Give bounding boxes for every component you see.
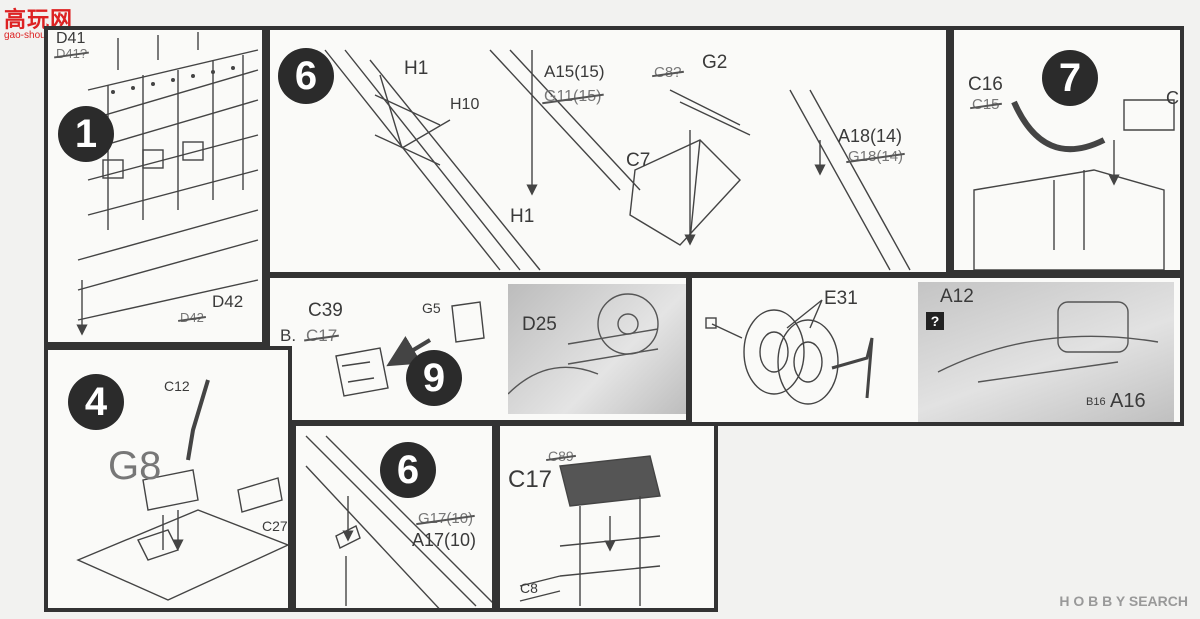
label-a15: A15(15) <box>544 62 605 81</box>
label-c8: C8 <box>520 580 538 596</box>
instruction-panel-wheels: E31 A12 ? B16 A16 <box>690 274 1184 426</box>
label-c39: C39 <box>308 300 343 321</box>
logo-subtext: gao-shou.com <box>4 30 68 41</box>
label-c89: C89 <box>548 448 574 464</box>
step-1-badge: 1 <box>58 106 114 162</box>
step-4-badge: 4 <box>68 374 124 430</box>
label-d25: D25 <box>522 314 557 335</box>
instruction-panel-6a: 6 H1 H10 H1 A15(15) G11(15) C8? G2 C7 A1… <box>266 26 950 276</box>
label-c12: C12 <box>164 378 190 394</box>
drawing-panel-6a <box>324 49 911 271</box>
instruction-panel-4: 4 C12 G8 C27 <box>44 346 292 612</box>
drawing-panel-6b <box>305 435 492 608</box>
label-b16: B16 <box>1086 396 1106 408</box>
label-g17: G17(10) <box>418 510 474 527</box>
drawing-wheels <box>705 299 874 405</box>
reference-photo-cockpit: A12 ? B16 A16 <box>918 282 1174 422</box>
drawing-panel-9 <box>335 301 485 397</box>
drawing-panel-4 <box>76 379 288 601</box>
photo-sketch-cockpit <box>937 301 1159 383</box>
step-7-badge: 7 <box>1042 50 1098 106</box>
photo-sketch <box>508 293 659 395</box>
label-g8: G8 <box>108 444 162 488</box>
drawing-panel-1 <box>76 32 259 336</box>
label-h10: H10 <box>450 96 480 113</box>
label-d42-strike: D42 <box>180 310 204 325</box>
label-c7: C7 <box>626 150 651 171</box>
instruction-panel-9: C39 B. C17 G5 9 D25 <box>266 274 690 424</box>
instruction-panel-c17: C89 C17 C8 <box>496 422 718 612</box>
reference-photo-d25: D25 <box>508 284 686 414</box>
label-d42: D42 <box>212 292 244 311</box>
step-6-badge: 6 <box>278 48 334 104</box>
label-c16: C16 <box>968 74 1003 95</box>
label-a12: A12 <box>940 286 974 307</box>
label-h1: H1 <box>404 58 429 79</box>
label-g18: G18(14) <box>848 148 904 165</box>
label-g11: G11(15) <box>544 88 602 105</box>
label-c17: C17 <box>508 466 553 493</box>
label-a16: A16 <box>1110 390 1146 412</box>
site-logo: 高玩网 gao-shou.com <box>4 2 73 41</box>
label-d41-strike: D41? <box>56 46 88 61</box>
label-g2-strike: C8? <box>654 64 682 81</box>
step-6b-badge: 6 <box>380 442 436 498</box>
watermark-text: H O B B Y SEARCH <box>1059 593 1188 609</box>
instruction-panel-1: D41 D41? 1 D42 D42 <box>44 26 266 346</box>
instruction-panel-6b: 6 G17(10) A17(10) <box>292 422 496 612</box>
label-c15: C15 <box>972 96 1000 113</box>
label-b: B. <box>280 326 297 345</box>
label-g5: G5 <box>422 300 441 316</box>
drawing-panel-c17 <box>519 455 661 606</box>
hobby-search-watermark: H O B B Y SEARCH <box>1059 593 1188 609</box>
label-h1b: H1 <box>510 206 535 227</box>
label-c: C <box>1166 88 1179 108</box>
label-d41: D41 <box>56 30 86 47</box>
instruction-panel-7: C16 C15 7 C <box>950 26 1184 274</box>
label-e31: E31 <box>824 288 858 309</box>
label-c27: C27 <box>262 518 288 534</box>
drawing-panel-7 <box>973 99 1175 270</box>
label-c17-strike: C17 <box>306 326 338 345</box>
unknown-part-marker: ? <box>926 312 944 330</box>
label-g2: G2 <box>702 52 728 73</box>
label-a17: A17(10) <box>412 530 477 550</box>
step-9-badge: 9 <box>406 350 462 406</box>
label-a18: A18(14) <box>838 126 903 146</box>
